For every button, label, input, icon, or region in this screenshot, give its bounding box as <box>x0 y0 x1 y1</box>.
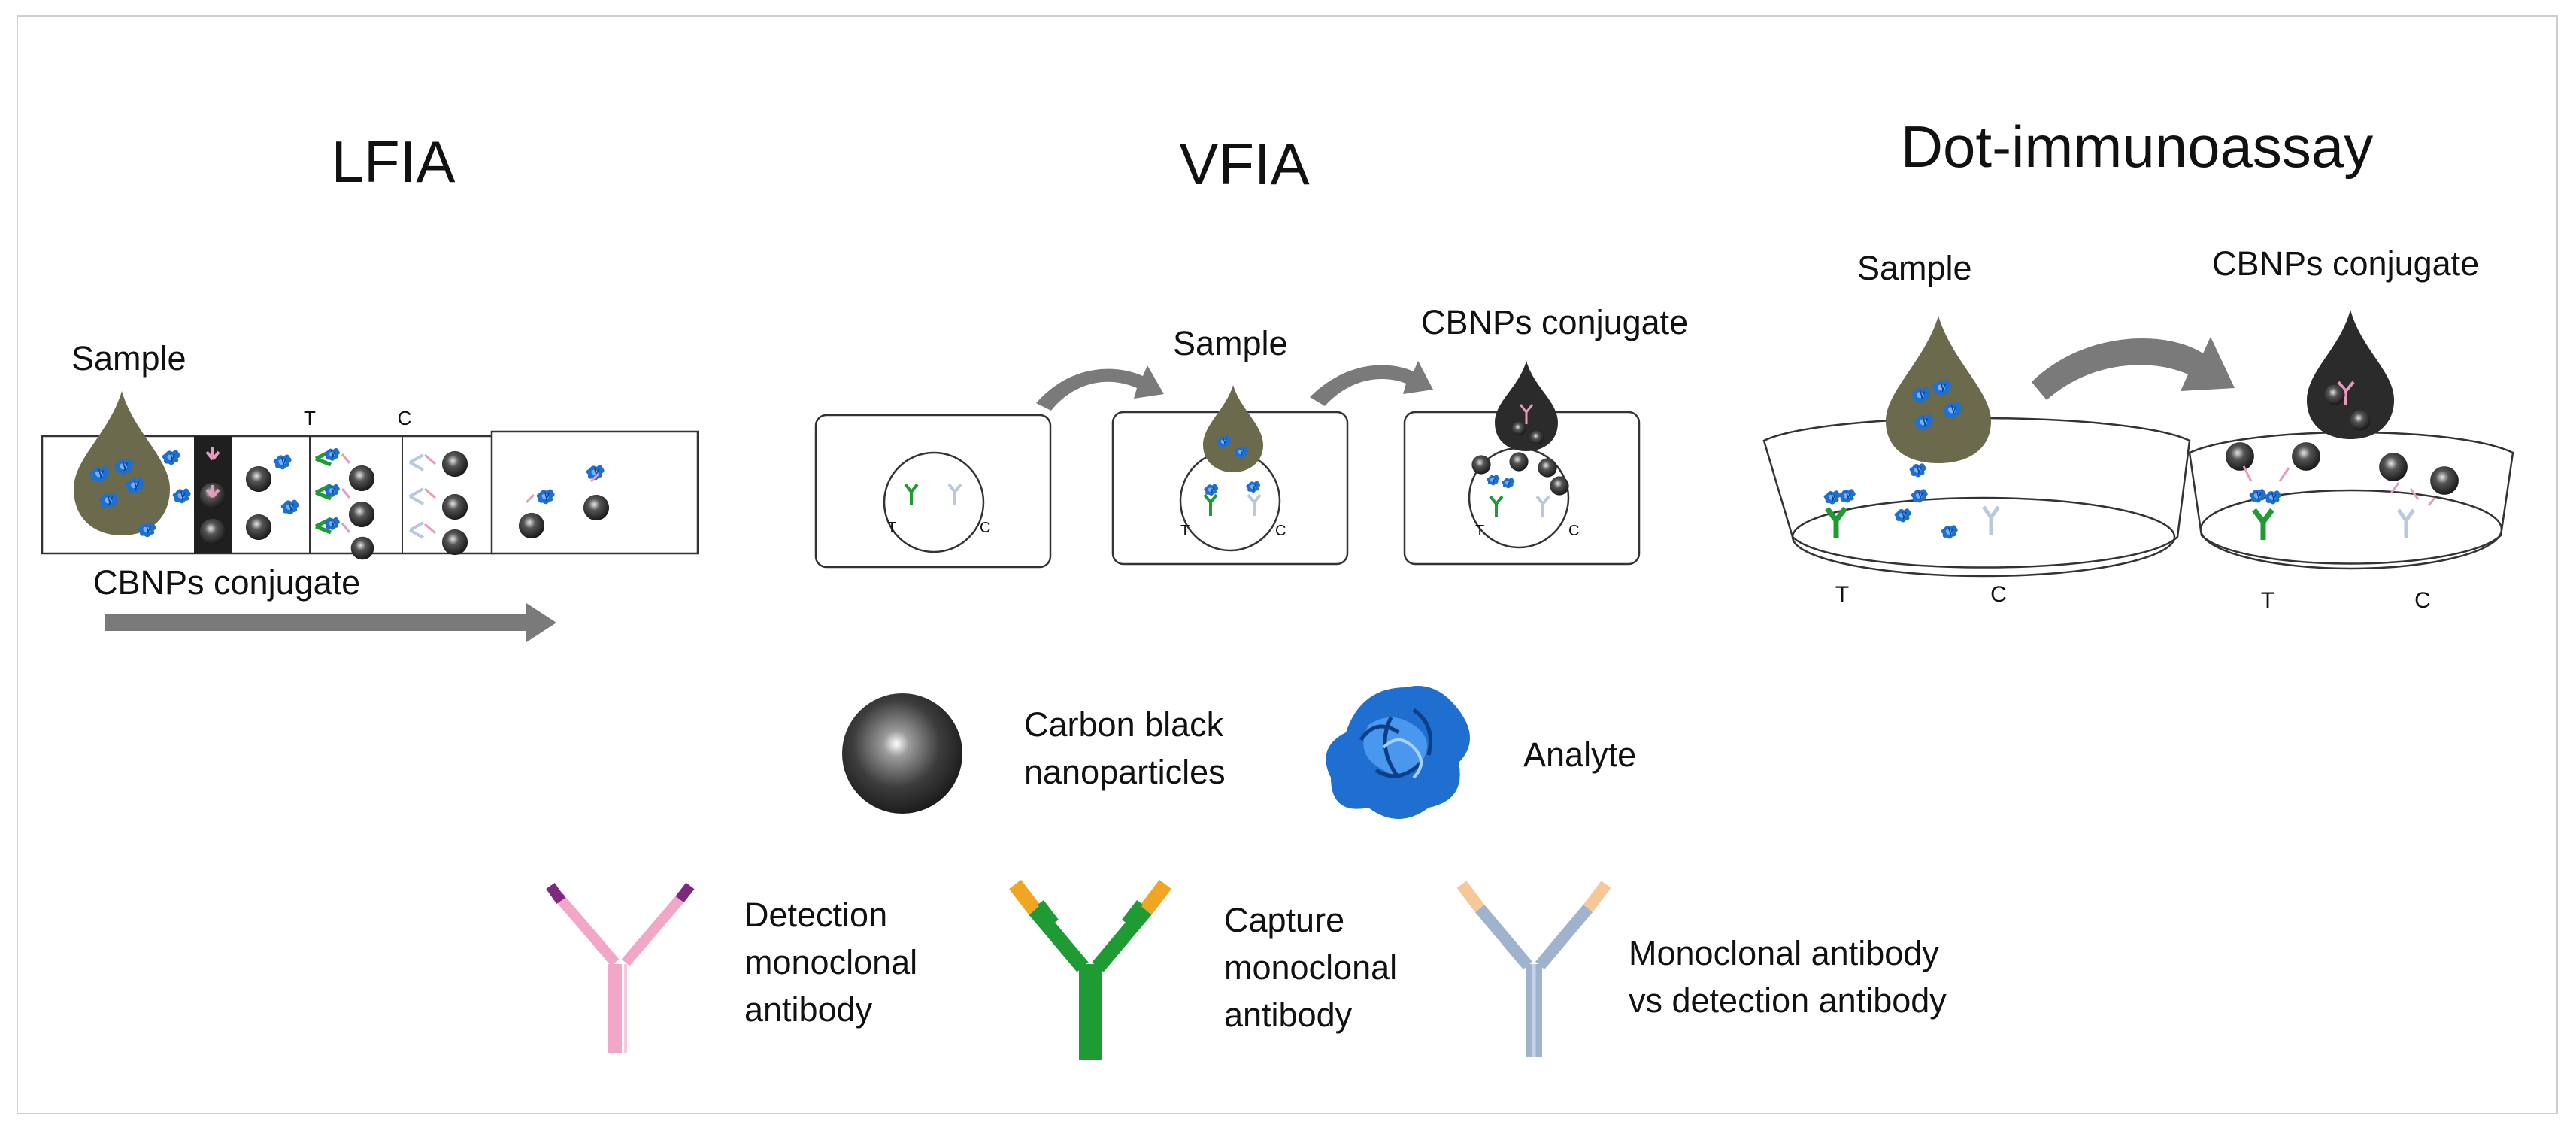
lfia-control-label: C <box>398 407 412 429</box>
legend-analyte-label: Analyte <box>1523 735 1637 774</box>
vfia-test-label-3: T <box>1475 523 1484 539</box>
vfia-sample-drop <box>1203 385 1263 472</box>
vfia-sample-label: Sample <box>1173 324 1288 362</box>
dot-dish-2-body <box>2188 431 2514 565</box>
vfia-membrane-1 <box>883 451 985 553</box>
lfia-absorbent-pad <box>490 430 699 555</box>
legend-detection-antibody-label: Detection monoclonal antibody <box>744 896 918 1029</box>
legend-carbon-black-label: Carbon black nanoparticles <box>1024 705 1226 791</box>
lfia-test-label: T <box>304 407 316 429</box>
dot-panel: Dot-immunoassay Sample CBNPs conjugate T… <box>1762 114 2514 613</box>
dot-control-label-2: C <box>2414 588 2431 613</box>
vfia-conjugate-drop <box>1495 361 1558 451</box>
vfia-control-label-3: C <box>1568 523 1579 539</box>
vfia-test-label-1: T <box>887 520 896 536</box>
lfia-flow-arrow <box>105 603 556 642</box>
vfia-arrow-2 <box>1310 361 1433 406</box>
vfia-test-label-2: T <box>1180 523 1190 539</box>
vfia-title: VFIA <box>1179 131 1309 197</box>
dot-control-label-1: C <box>1990 582 2007 607</box>
legend-anti-detection-antibody-label: Monoclonal antibody vs detection antibod… <box>1629 934 1947 1020</box>
dot-conjugate-label: CBNPs conjugate <box>2212 244 2479 283</box>
lfia-title: LFIA <box>332 129 456 195</box>
detection-antibody-icon <box>546 882 695 1053</box>
capture-antibody-icon <box>1009 879 1171 1060</box>
lfia-sample-label: Sample <box>71 339 186 378</box>
dot-conjugate-drop <box>2307 310 2394 439</box>
dot-test-label-1: T <box>1835 582 1849 607</box>
dot-title: Dot-immunoassay <box>1901 114 2374 180</box>
anti-detection-antibody-icon <box>1456 881 1611 1057</box>
vfia-control-label-1: C <box>980 520 990 536</box>
dot-test-label-2: T <box>2261 588 2274 613</box>
vfia-panel: VFIA T C Sample T C CBNPs conjugate <box>814 131 1688 569</box>
lfia-panel: LFIA Sample T C CBNPs conjugate <box>41 129 699 642</box>
dot-arrow <box>2032 337 2235 400</box>
legend <box>546 686 1611 1060</box>
vfia-control-label-2: C <box>1275 523 1286 539</box>
dot-sample-label: Sample <box>1857 249 1972 287</box>
legend-capture-antibody-label: Capture monoclonal antibody <box>1224 901 1398 1034</box>
carbon-black-nanoparticle-icon <box>842 693 962 814</box>
dot-dish-1 <box>1762 417 2191 569</box>
vfia-conjugate-label: CBNPs conjugate <box>1421 303 1688 341</box>
analyte-icon <box>1326 686 1470 819</box>
lfia-conjugate-label: CBNPs conjugate <box>93 563 360 602</box>
vfia-arrow-1 <box>1036 365 1164 411</box>
